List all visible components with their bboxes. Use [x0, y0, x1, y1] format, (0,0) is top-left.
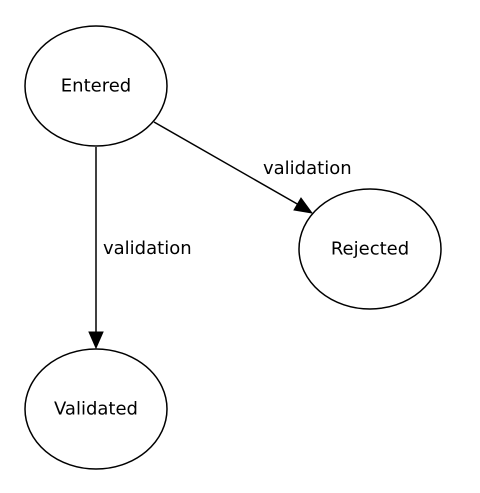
node-validated: Validated: [24, 348, 168, 470]
node-rejected: Rejected: [298, 188, 442, 310]
edge-entered-to-validated: validation: [88, 147, 192, 350]
edge-label-entered-validated: validation: [103, 238, 192, 259]
node-entered-shape: [24, 25, 168, 147]
arrowhead-validated: [88, 331, 104, 350]
node-validated-label: Validated: [54, 399, 138, 420]
edge-entered-to-rejected: validation: [153, 121, 352, 214]
arrowhead-rejected: [293, 197, 314, 214]
edge-label-entered-rejected: validation: [263, 158, 352, 179]
node-entered-label: Entered: [61, 76, 131, 97]
node-validated-shape: [24, 348, 168, 470]
edge-line-entered-rejected: [153, 121, 307, 210]
node-rejected-label: Rejected: [331, 239, 409, 260]
node-rejected-shape: [298, 188, 442, 310]
node-entered: Entered: [24, 25, 168, 147]
